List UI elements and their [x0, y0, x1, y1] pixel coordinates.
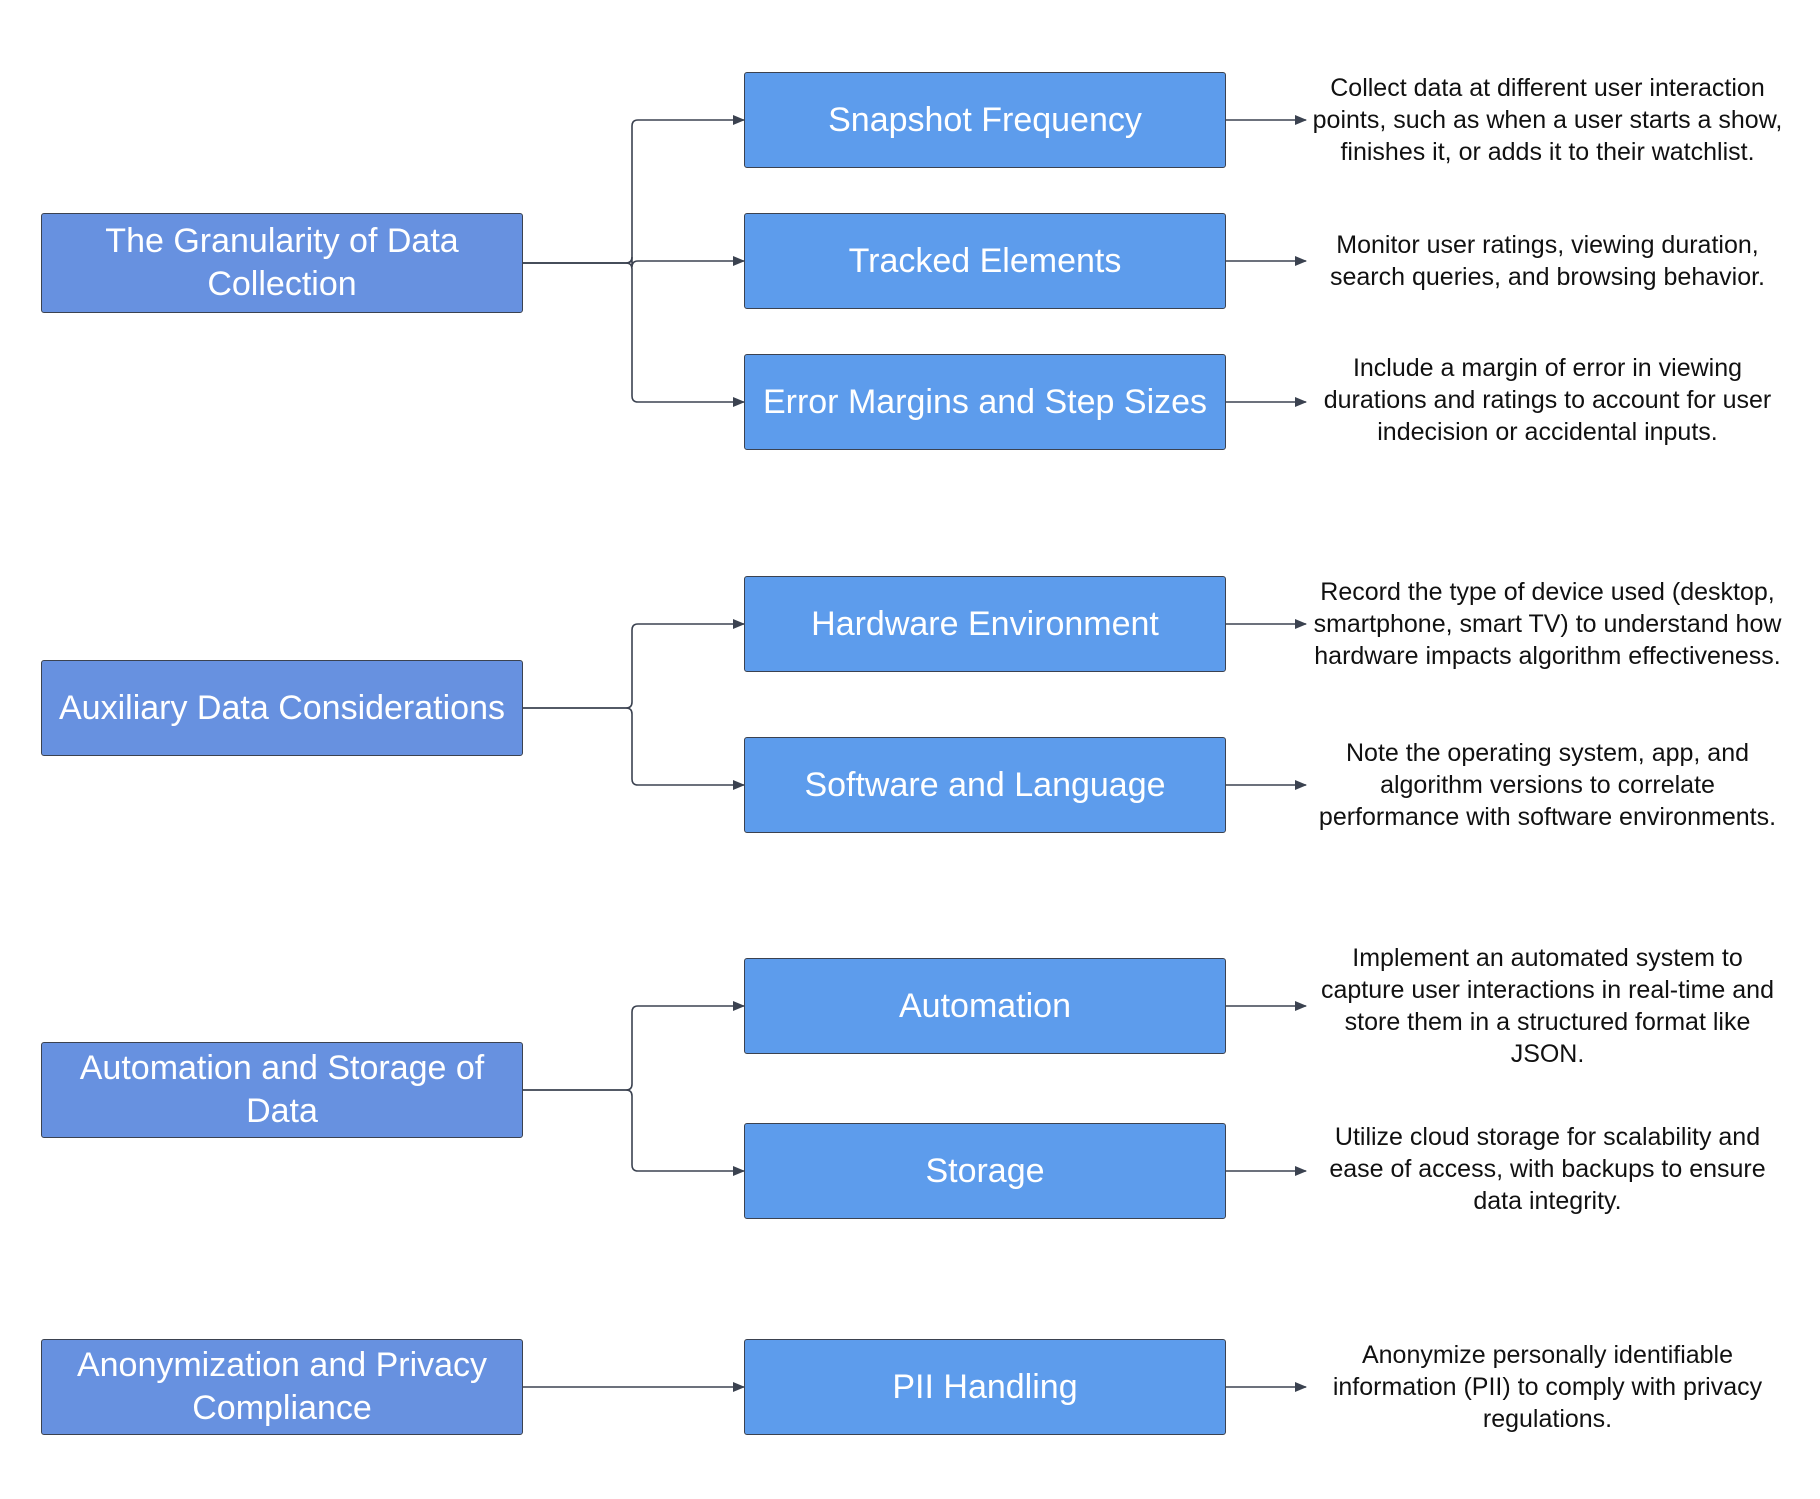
connector-category-2-to-item-1	[523, 1089, 745, 1176]
connector-category-0-to-item-0	[523, 115, 745, 264]
category-granularity-of-data-collection: The Granularity of Data Collection	[41, 213, 523, 313]
subtopic-snapshot-frequency: Snapshot Frequency	[744, 72, 1226, 168]
description-error-margins-and-step-sizes: Include a margin of error in viewing dur…	[1323, 354, 1772, 446]
connector-category-1-to-item-1	[523, 707, 745, 790]
description-tracked-elements: Monitor user ratings, viewing duration, …	[1330, 231, 1765, 291]
category-automation-and-storage-of-data: Automation and Storage of Data	[41, 1042, 523, 1138]
subtopic-automation: Automation	[744, 958, 1226, 1054]
subtopic-storage: Storage	[744, 1123, 1226, 1219]
description-software-and-language: Note the operating system, app, and algo…	[1318, 739, 1777, 831]
description-hardware-environment: Record the type of device used (desktop,…	[1313, 578, 1782, 670]
description-snapshot-frequency: Collect data at different user interacti…	[1312, 74, 1783, 166]
category-anonymization-and-privacy-compliance: Anonymization and Privacy Compliance	[41, 1339, 523, 1435]
connector-category-1-to-item-0	[523, 619, 745, 709]
description-storage: Utilize cloud storage for scalability an…	[1329, 1123, 1766, 1215]
subtopic-software-and-language: Software and Language	[744, 737, 1226, 833]
subtopic-pii-handling: PII Handling	[744, 1339, 1226, 1435]
subtopic-hardware-environment: Hardware Environment	[744, 576, 1226, 672]
description-pii-handling: Anonymize personally identifiable inform…	[1332, 1341, 1763, 1433]
connector-category-0-to-item-2	[523, 262, 745, 407]
description-automation: Implement an automated system to capture…	[1320, 944, 1774, 1068]
subtopic-error-margins-and-step-sizes: Error Margins and Step Sizes	[744, 354, 1226, 450]
connector-category-2-to-item-0	[523, 1001, 745, 1091]
subtopic-tracked-elements: Tracked Elements	[744, 213, 1226, 309]
category-auxiliary-data-considerations: Auxiliary Data Considerations	[41, 660, 523, 756]
connector-category-0-to-item-1	[523, 256, 745, 268]
